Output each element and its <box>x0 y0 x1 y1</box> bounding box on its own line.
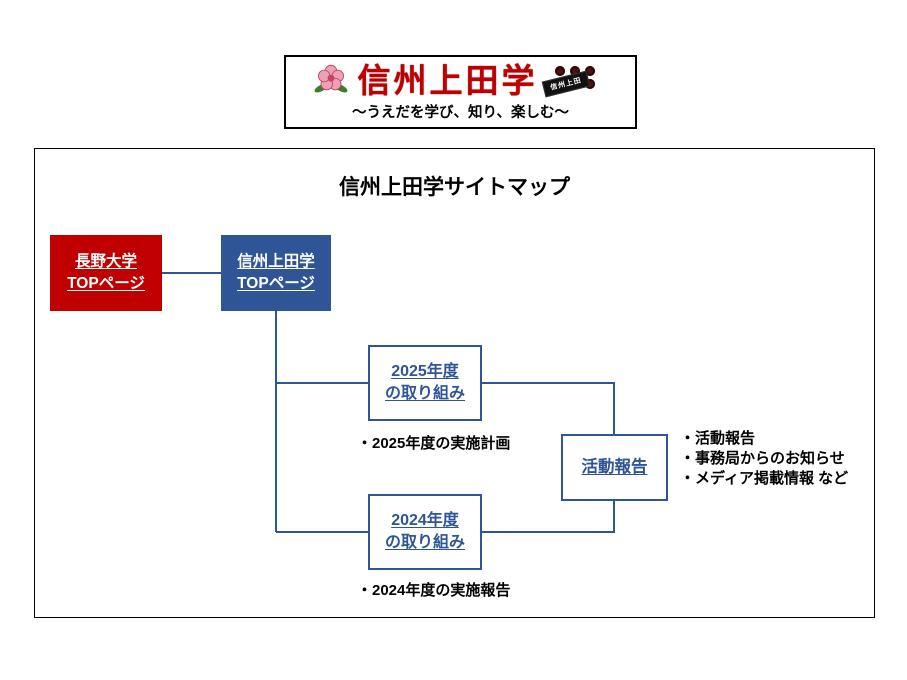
bullet-item-office-news: ・事務局からのお知らせ <box>680 450 845 467</box>
node-ueda-line1: 信州上田学 <box>237 253 315 271</box>
node-2024-line2: の取り組み <box>384 534 465 551</box>
node-nagano-line1: 長野大学 <box>74 253 137 271</box>
node-2025-line1: 2025年度 <box>391 362 459 380</box>
site-logo-banner: 信州上田学 信州上田 ～うえだを学び、知り、楽しむ～ <box>284 55 637 129</box>
banner-title-row: 信州上田学 信州上田 <box>313 62 609 103</box>
node-nagano-line2: TOPページ <box>67 275 145 292</box>
node-ueda-line2: TOPページ <box>237 275 315 292</box>
node-ueda-gaku-top[interactable]: 信州上田学 TOPページ <box>221 235 331 311</box>
node-2025-initiatives[interactable]: 2025年度 の取り組み <box>368 345 482 421</box>
note-2025-plan: ・2025年度の実施計画 <box>357 435 511 452</box>
sanada-coins-emblem-icon: 信州上田 <box>541 65 609 99</box>
note-2024-report: ・2024年度の実施報告 <box>357 582 511 599</box>
sitemap-frame: 信州上田学サイトマップ 長野大学 TOPページ 信州上田学 TOPページ 202… <box>34 148 875 618</box>
node-report-label: 活動報告 <box>581 457 648 476</box>
sitemap-title: 信州上田学サイトマップ <box>339 176 570 199</box>
bullet-item-media-coverage: ・メディア掲載情報 など <box>680 470 849 487</box>
banner-title: 信州上田学 <box>357 63 538 100</box>
node-2024-initiatives[interactable]: 2024年度 の取り組み <box>368 494 482 570</box>
connector-2024-to-report <box>482 501 615 533</box>
node-nagano-univ-top[interactable]: 長野大学 TOPページ <box>50 235 162 311</box>
node-2025-line2: の取り組み <box>384 385 465 402</box>
emblem-ribbon-text: 信州上田 <box>541 70 590 98</box>
node-activity-report[interactable]: 活動報告 <box>561 434 668 501</box>
node-2024-line1: 2024年度 <box>391 511 459 529</box>
flower-icon <box>313 62 349 103</box>
connector-2025-to-report <box>482 382 615 434</box>
banner-subtitle: ～うえだを学び、知り、楽しむ～ <box>352 104 569 121</box>
bullet-item-activity-report: ・活動報告 <box>680 430 756 447</box>
activity-report-bullet-list: ・活動報告 ・事務局からのお知らせ ・メディア掲載情報 など <box>680 429 848 489</box>
